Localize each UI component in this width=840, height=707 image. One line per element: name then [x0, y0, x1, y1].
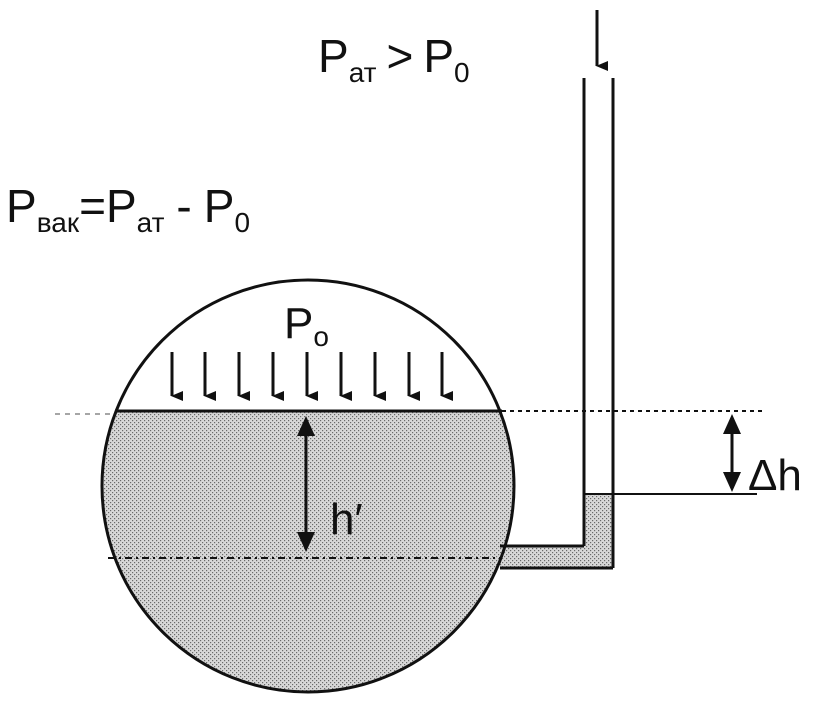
delta-h-dimension-arrow [723, 414, 741, 492]
p-vak-subscript: вак [37, 207, 80, 238]
surface-pressure-label: Po [284, 299, 329, 352]
h-prime-label: h′ [330, 495, 363, 544]
p-at-symbol: P [318, 30, 349, 82]
atmospheric-vs-surface-label: Pат>P0 [318, 30, 470, 88]
greater-than-sign: > [386, 30, 413, 82]
surface-pressure-arrows [170, 352, 453, 401]
equals-sign: = [79, 180, 106, 232]
vacuum-pressure-formula: Pвак=Pат-P0 [6, 180, 250, 238]
h-prime-dimension-arrow [297, 416, 315, 552]
p-at2-subscript: ат [137, 207, 165, 238]
manometer-liquid [500, 494, 613, 568]
delta-h-label: Δh [748, 451, 802, 500]
p-at-subscript: ат [349, 57, 377, 88]
p0-subscript: 0 [454, 57, 470, 88]
p0b-symbol: P [204, 180, 235, 232]
po-subscript: o [313, 321, 329, 352]
vessel-outline [100, 278, 516, 694]
manometer-tube [500, 78, 615, 570]
p0b-subscript: 0 [234, 207, 250, 238]
minus-sign: - [176, 180, 191, 232]
p-vak-symbol: P [6, 180, 37, 232]
vessel-liquid [102, 411, 514, 692]
po-symbol: P [284, 299, 313, 348]
p0-symbol: P [423, 30, 454, 82]
p-at2-symbol: P [106, 180, 137, 232]
